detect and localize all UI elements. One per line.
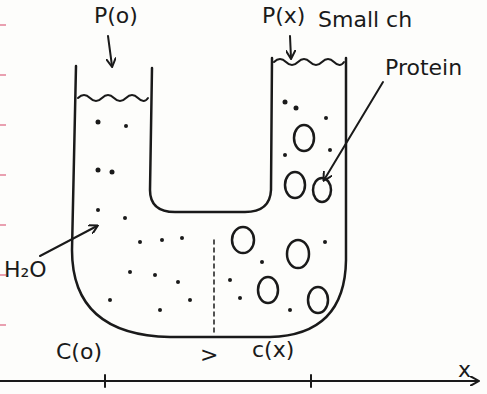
pressure-label: P(x) [262, 4, 305, 28]
concentration-label: C(o) [56, 340, 102, 364]
comparison-sign: > [200, 343, 218, 367]
note-text: Small ch [318, 8, 412, 32]
pressure-label: P(o) [94, 4, 138, 28]
part-label: Protein [385, 56, 462, 80]
axis-label: x [458, 358, 471, 382]
part-label: H₂O [4, 258, 47, 282]
concentration-label: c(x) [252, 338, 294, 362]
